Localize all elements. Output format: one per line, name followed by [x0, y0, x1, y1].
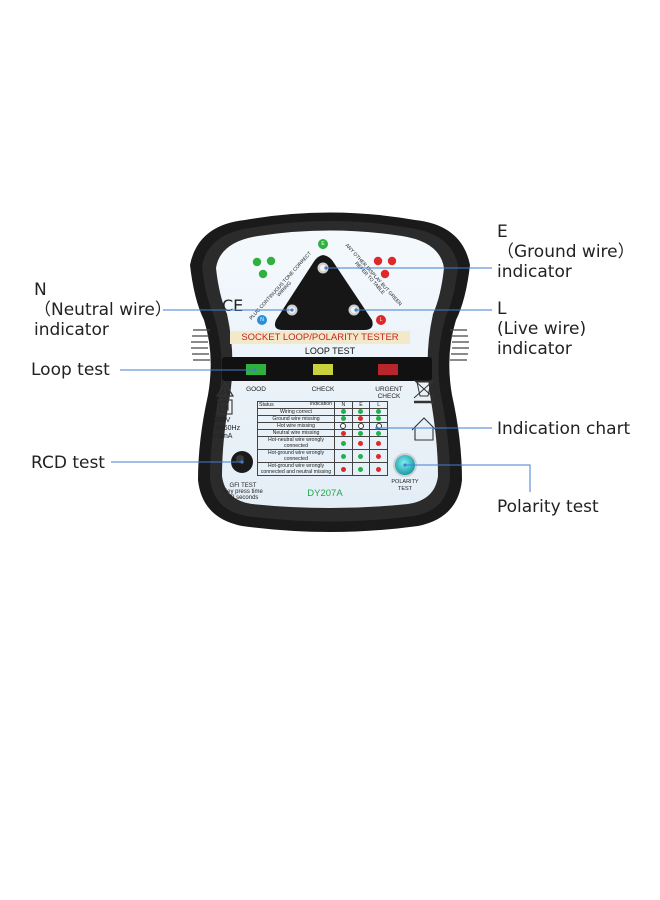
- indicator-dot-green: [358, 430, 364, 436]
- neutral-callout-name: （Neutral wire）: [34, 300, 172, 320]
- chart-row: Hot-ground wire wrongly connected: [257, 449, 388, 464]
- indicator-dot-green: [340, 453, 346, 459]
- banner-bg: [230, 331, 410, 344]
- indicator-dot-red: [376, 466, 382, 472]
- check-led: [313, 364, 333, 375]
- chart-cell-l: [369, 436, 388, 451]
- model-number: DY207A: [307, 488, 343, 499]
- banner-title: SOCKET LOOP/POLARITY TESTER: [241, 332, 399, 343]
- n-marker: [257, 315, 267, 325]
- loop-test-callout: Loop test: [31, 360, 110, 380]
- rating-current: <3mA: [214, 433, 233, 440]
- live-callout-indicator: indicator: [497, 339, 572, 359]
- l-marker: [376, 315, 386, 325]
- indicator-dot-red: [340, 466, 346, 472]
- neutral-callout-letter: N: [34, 280, 47, 300]
- e-marker: [318, 239, 328, 249]
- indicator-dot-green: [358, 453, 364, 459]
- indicator-dot-green: [340, 416, 346, 422]
- double-insulation-icon: [217, 399, 233, 415]
- polarity-test-callout: Polarity test: [497, 497, 599, 517]
- polarity-btn-label-2: TEST: [397, 486, 413, 492]
- rcd-test-callout: RCD test: [31, 453, 105, 473]
- indicator-dot-green: [376, 409, 382, 415]
- chart-row: Hot wire missing: [257, 421, 388, 431]
- neutral-wire-callout: N （Neutral wire） indicator: [34, 280, 172, 340]
- live-callout-letter: L: [497, 299, 507, 319]
- weee-bin-icon: [413, 379, 435, 404]
- neutral-callout-indicator: indicator: [34, 320, 109, 340]
- ground-callout-name: （Ground wire）: [497, 242, 635, 262]
- indicator-dot-green: [358, 466, 364, 472]
- rating-frequency: 50/60Hz: [214, 425, 241, 432]
- ground-callout-letter: E: [497, 222, 508, 242]
- indication-chart-callout: Indication chart: [497, 419, 631, 439]
- loop-test-title: LOOP TEST: [304, 346, 356, 356]
- ground-callout-indicator: indicator: [497, 262, 572, 282]
- indicator-dot-off: [357, 423, 364, 429]
- chart-row-status: Hot wire missing: [257, 421, 335, 431]
- urgent-label: URGENT CHECK: [375, 386, 403, 400]
- indicator-dot-red: [340, 430, 346, 436]
- socket-letter-n: N: [260, 317, 264, 323]
- socket-letter-l: L: [379, 317, 383, 323]
- gfi-press-time: Key press time: [223, 489, 263, 495]
- indicator-dot-green: [340, 440, 346, 446]
- socket-triangle: [274, 255, 373, 330]
- check-label: CHECK: [311, 386, 335, 393]
- indicator-dot-red: [376, 453, 382, 459]
- indicator-dot-red: [358, 440, 364, 446]
- good-label: GOOD: [246, 386, 266, 393]
- chart-row-status: Hot-ground wire wrongly connected and ne…: [257, 462, 335, 477]
- socket-letter-e: E: [321, 241, 325, 247]
- indicator-dot-green: [358, 409, 364, 415]
- live-callout-name: (Live wire): [497, 319, 587, 339]
- ground-wire-callout: E （Ground wire） indicator: [497, 222, 635, 282]
- chart-row: Hot-neutral wire wrongly connected: [257, 436, 388, 451]
- gfi-seconds: <3 seconds: [227, 495, 259, 501]
- indicator-dot-red: [376, 440, 382, 446]
- chart-cell-l: [369, 462, 388, 477]
- polarity-btn-label-1: POLARITY: [391, 479, 419, 485]
- indicator-dot-red: [358, 416, 364, 422]
- indicator-dot-green: [376, 416, 382, 422]
- warning-icon: [215, 381, 235, 397]
- urgent-led: [378, 364, 398, 375]
- indicator-dot-green: [376, 430, 382, 436]
- chart-row: Hot-ground wire wrongly connected and ne…: [257, 462, 388, 477]
- indicator-dot-off: [340, 423, 347, 429]
- rating-voltage: 230V: [214, 417, 231, 424]
- live-wire-callout: L (Live wire) indicator: [497, 299, 586, 359]
- indicator-dot-green: [340, 409, 346, 415]
- house-icon: [411, 417, 437, 441]
- gfi-label: GFI TEST: [229, 483, 257, 489]
- chart-header-status: Status Indication: [257, 401, 335, 409]
